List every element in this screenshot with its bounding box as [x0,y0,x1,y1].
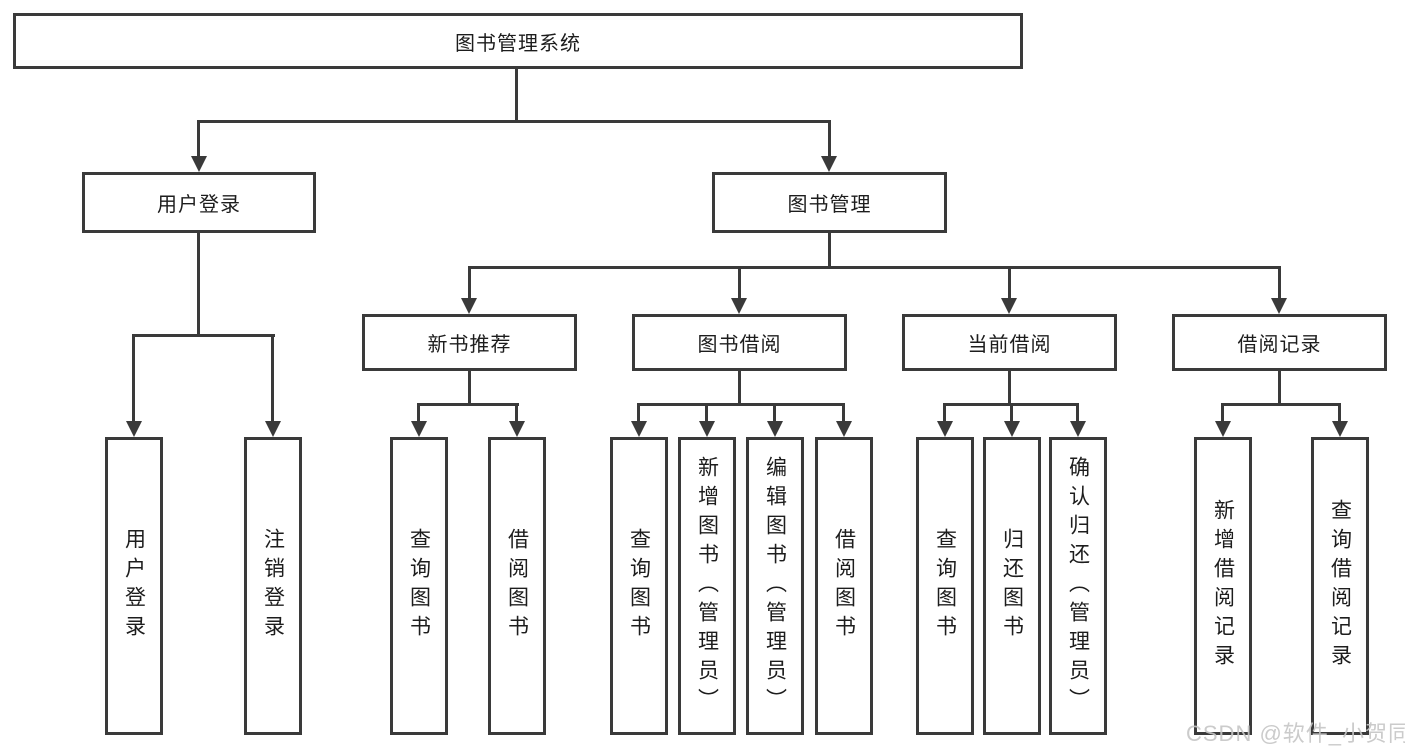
arrow-down-leaf-borrow-1 [509,421,525,437]
leaf-edit-book-admin-label: 编辑图书（管理员） [763,455,787,717]
arrow-down-book-management [821,156,837,172]
connector-to-leaf-borrow-1 [515,403,518,423]
node-user-login-label: 用户登录 [157,194,241,216]
node-current-borrow-label: 当前借阅 [967,334,1052,356]
leaf-user-login-label: 用户登录 [122,528,146,644]
watermark: CSDN @软件_小贺同学 [1186,721,1405,746]
connector-to-leaf-return-book [1010,403,1013,423]
arrow-down-leaf-add-record [1215,421,1231,437]
leaf-query-books-3-label: 查询图书 [933,528,957,644]
leaf-return-book-label: 归还图书 [1000,528,1024,644]
connector-book-borrow-branch [637,403,845,406]
leaf-user-login: 用户登录 [105,437,163,735]
arrow-down-new-book [461,298,477,314]
connector-user-login-stem [197,233,200,337]
connector-root-stem [515,68,518,122]
arrow-down-leaf-query-3 [937,421,953,437]
leaf-query-borrow-record-label: 查询借阅记录 [1328,499,1352,673]
leaf-logout: 注销登录 [244,437,302,735]
connector-level2-branch [197,120,831,123]
connector-to-leaf-query-2 [637,403,640,423]
connector-to-leaf-query-3 [943,403,946,423]
connector-to-book-management [828,120,831,158]
connector-to-leaf-user-login [132,334,135,423]
leaf-query-books-1-label: 查询图书 [407,528,431,644]
connector-book-management-stem [828,233,831,269]
connector-to-leaf-confirm-return [1076,403,1079,423]
arrow-down-leaf-query-1 [411,421,427,437]
leaf-borrow-books-2-label: 借阅图书 [832,528,856,644]
node-book-borrow-label: 图书借阅 [697,334,782,356]
leaf-borrow-books-1-label: 借阅图书 [505,528,529,644]
connector-to-leaf-query-record [1338,403,1341,423]
connector-to-book-borrow [738,266,741,300]
leaf-add-book-admin: 新增图书（管理员） [678,437,736,735]
arrow-down-leaf-query-2 [631,421,647,437]
node-book-borrow: 图书借阅 [632,314,847,371]
leaf-borrow-books-1: 借阅图书 [488,437,546,735]
connector-user-login-branch [133,334,275,337]
node-new-book-recommend-label: 新书推荐 [427,334,512,356]
leaf-borrow-books-2: 借阅图书 [815,437,873,735]
leaf-query-books-3: 查询图书 [916,437,974,735]
node-root-label: 图书管理系统 [455,32,581,55]
connector-to-leaf-borrow-2 [842,403,845,423]
arrow-down-leaf-borrow-2 [836,421,852,437]
leaf-add-borrow-record: 新增借阅记录 [1194,437,1252,735]
leaf-query-books-2-label: 查询图书 [627,528,651,644]
arrow-down-leaf-return-book [1004,421,1020,437]
node-book-management-label: 图书管理 [787,194,872,216]
node-borrow-records: 借阅记录 [1172,314,1387,371]
node-borrow-records-label: 借阅记录 [1237,334,1322,356]
leaf-query-books-1: 查询图书 [390,437,448,735]
node-new-book-recommend: 新书推荐 [362,314,577,371]
connector-to-current-borrow [1008,266,1011,300]
connector-book-borrow-stem [738,371,741,406]
node-root: 图书管理系统 [13,13,1023,69]
connector-to-new-book [468,266,471,300]
arrow-down-leaf-query-record [1332,421,1348,437]
connector-to-leaf-add-book [705,403,708,423]
leaf-add-borrow-record-label: 新增借阅记录 [1211,499,1235,673]
node-user-login: 用户登录 [82,172,316,233]
leaf-query-borrow-record: 查询借阅记录 [1311,437,1369,735]
arrow-down-borrow-records [1271,298,1287,314]
leaf-query-books-2: 查询图书 [610,437,668,735]
leaf-return-book: 归还图书 [983,437,1041,735]
connector-to-leaf-query-1 [417,403,420,423]
arrow-down-user-login [191,156,207,172]
connector-to-borrow-records [1278,266,1281,300]
connector-to-leaf-edit-book [773,403,776,423]
arrow-down-leaf-edit-book [767,421,783,437]
arrow-down-leaf-user-login [126,421,142,437]
connector-to-leaf-add-record [1221,403,1224,423]
arrow-down-leaf-logout [265,421,281,437]
leaf-logout-label: 注销登录 [261,528,285,644]
leaf-edit-book-admin: 编辑图书（管理员） [746,437,804,735]
connector-to-leaf-logout [271,334,274,423]
connector-to-user-login [197,120,200,158]
arrow-down-current-borrow [1001,298,1017,314]
connector-level3-branch [468,266,1281,269]
arrow-down-leaf-confirm-return [1070,421,1086,437]
node-book-management: 图书管理 [712,172,947,233]
connector-borrow-records-stem [1278,371,1281,406]
arrow-down-leaf-add-book [699,421,715,437]
connector-new-book-branch [417,403,519,406]
leaf-confirm-return-admin: 确认归还（管理员） [1049,437,1107,735]
arrow-down-book-borrow [731,298,747,314]
connector-current-borrow-stem [1008,371,1011,406]
leaf-confirm-return-admin-label: 确认归还（管理员） [1066,455,1090,717]
leaf-add-book-admin-label: 新增图书（管理员） [695,455,719,717]
node-current-borrow: 当前借阅 [902,314,1117,371]
connector-new-book-stem [468,371,471,406]
connector-borrow-records-branch [1221,403,1341,406]
